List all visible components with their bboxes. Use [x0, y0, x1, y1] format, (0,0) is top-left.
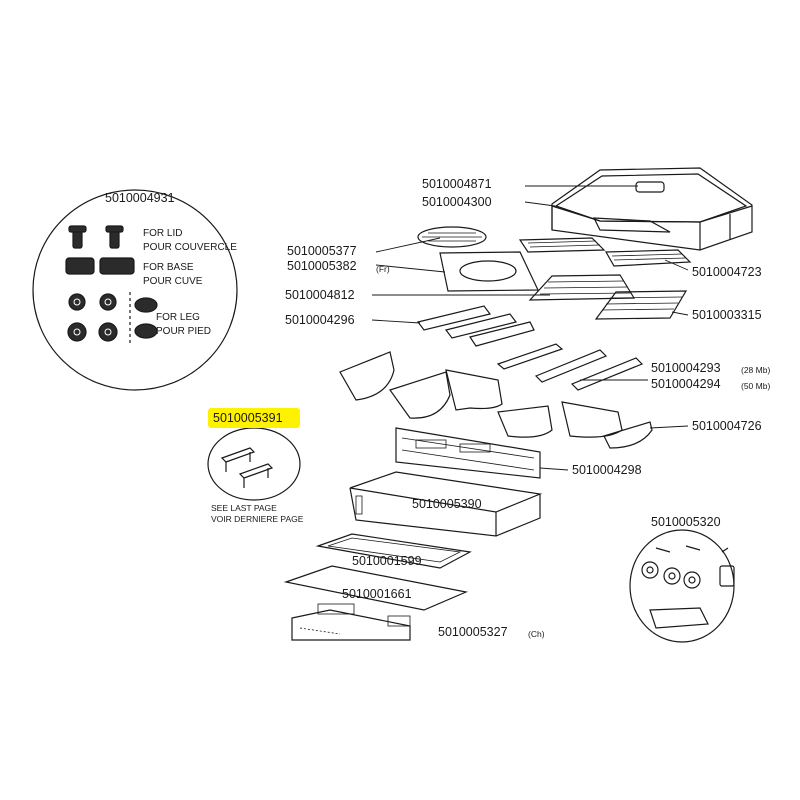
label-p4294-note: (50 Mb) — [741, 381, 771, 391]
label-p4726: 5010004726 — [692, 419, 762, 433]
middle-grill — [528, 274, 636, 301]
note-leg-en: FOR LEG — [156, 312, 200, 323]
leg-caps — [67, 293, 158, 342]
label-p4296: 5010004296 — [285, 313, 355, 327]
control-panel — [291, 609, 411, 641]
label-p4871: 5010004871 — [422, 177, 492, 191]
highlight-p5391 — [208, 408, 300, 428]
label-p1661: 5010001661 — [342, 587, 412, 601]
leader-p3315 — [671, 311, 689, 316]
leader-p4298 — [539, 467, 569, 471]
lid-knobs — [68, 225, 124, 249]
left-flame-tamer — [339, 351, 395, 401]
label-p5391: 5010005391 — [213, 411, 283, 425]
label-p3315: 5010003315 — [692, 308, 762, 322]
label-p5382-note: (Fr) — [376, 264, 390, 274]
label-p5320: 5010005320 — [651, 515, 721, 529]
label-p4812: 5010004812 — [285, 288, 355, 302]
burners — [496, 343, 644, 391]
firebox-back-panel — [395, 427, 541, 479]
label-p5390: 5010005390 — [412, 497, 482, 511]
label-p5377: 5010005377 — [287, 244, 357, 258]
leader-p5377 — [375, 237, 441, 253]
label-p4723: 5010004723 — [692, 265, 762, 279]
control-knobs — [641, 545, 735, 629]
leader-p5382 — [375, 264, 446, 273]
label-p4293: 5010004293 — [651, 361, 721, 375]
leader-p4296 — [371, 319, 421, 324]
right-flame-tamer — [603, 421, 653, 449]
leg-brackets — [220, 447, 274, 488]
drip-tray-rail — [283, 565, 469, 615]
leg-cap-holes — [73, 298, 112, 336]
leader-p4723 — [664, 259, 689, 271]
lid — [551, 167, 753, 251]
label-p4300: 5010004300 — [422, 195, 492, 209]
note-see-last-page: SEE LAST PAGE — [211, 503, 277, 513]
griddle-frame-plate — [439, 251, 539, 292]
round-grill-plate — [417, 226, 487, 248]
base-feet — [65, 257, 135, 275]
leader-lines — [371, 185, 689, 471]
heat-shields — [416, 305, 535, 347]
drip-tray — [315, 533, 472, 569]
leader-p4300 — [524, 201, 556, 207]
label-p4294: 5010004294 — [651, 377, 721, 391]
control-panel-callout-circle — [629, 529, 735, 643]
label-p4293-note: (28 Mb) — [741, 365, 771, 375]
firebox-tray — [349, 471, 543, 537]
note-voir-derniere-page: VOIR DERNIERE PAGE — [211, 514, 304, 524]
label-p5327: 5010005327 — [438, 625, 508, 639]
side-grate — [604, 249, 692, 267]
upper-grate — [518, 237, 606, 253]
label-p4298: 5010004298 — [572, 463, 642, 477]
label-p5327-note: (Ch) — [528, 629, 545, 639]
label-p1599: 5010001599 — [352, 554, 422, 568]
accessory-kit-callout-circle — [32, 189, 238, 391]
note-lid-en: FOR LID — [143, 228, 183, 239]
legs-callout-circle — [207, 427, 301, 501]
right-grill — [594, 290, 688, 320]
leader-p4726 — [649, 425, 689, 429]
label-p4931: 5010004931 — [105, 191, 175, 205]
note-base-fr: POUR CUVE — [143, 276, 203, 287]
label-p5382: 5010005382 — [287, 259, 357, 273]
note-base-en: FOR BASE — [143, 262, 194, 273]
note-lid-fr: POUR COUVERCLE — [143, 242, 237, 253]
note-leg-fr: POUR PIED — [156, 326, 212, 337]
